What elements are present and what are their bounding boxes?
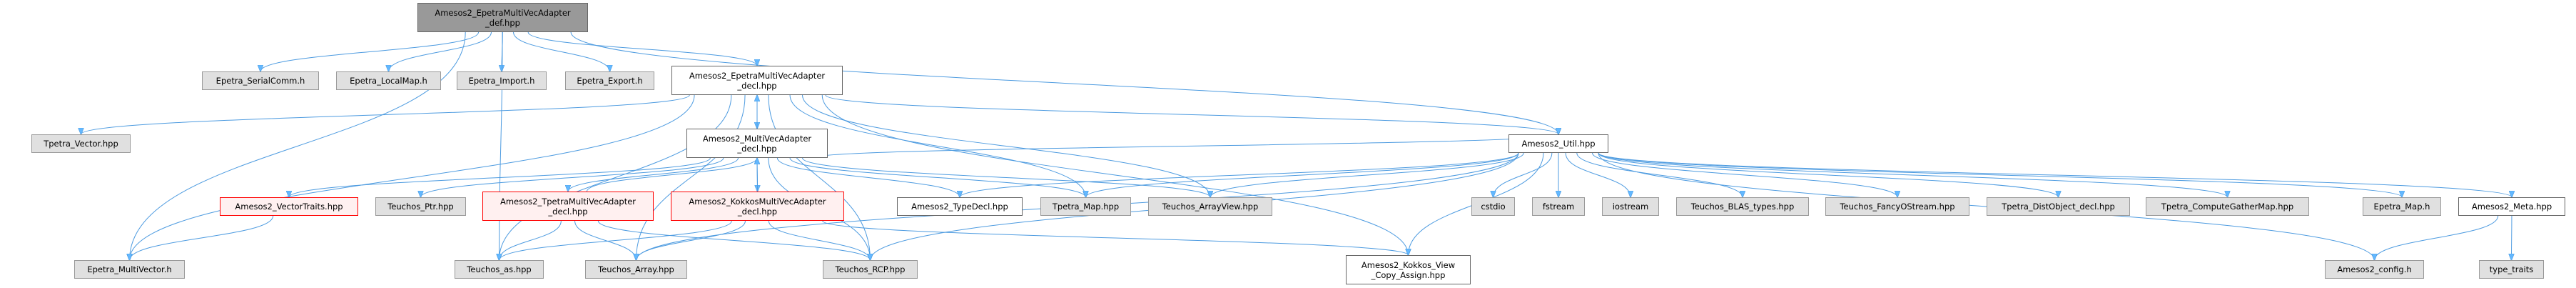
- edge-root-to-util: [570, 31, 1558, 134]
- edge-util-to-arrayview: [1210, 152, 1524, 197]
- node-util[interactable]: Amesos2_Util.hpp: [1508, 134, 1608, 153]
- edge-util-to-distobject: [1598, 152, 2059, 197]
- edge-util-to-blas: [1576, 152, 1743, 197]
- node-arrayview[interactable]: Teuchos_ArrayView.hpp: [1148, 197, 1272, 216]
- edge-mvdecl-to-util: [813, 134, 1558, 159]
- node-tpetradecl[interactable]: Amesos2_TpetraMultiVecAdapter _decl.hpp: [482, 192, 654, 221]
- edge-tpetradecl-to-teuchosas: [500, 220, 562, 260]
- edge-util-to-epetramap: [1598, 152, 2402, 197]
- edge-root-to-epetramv: [130, 31, 466, 260]
- edge-mvdecl-to-tpetramap: [789, 157, 1085, 197]
- node-fancy[interactable]: Teuchos_FancyOStream.hpp: [1825, 197, 1969, 216]
- edge-mvdecl-to-arrayview: [802, 157, 1211, 197]
- node-teuchosas[interactable]: Teuchos_as.hpp: [455, 260, 544, 279]
- node-blas[interactable]: Teuchos_BLAS_types.hpp: [1676, 197, 1809, 216]
- edge-epetradecl-to-teuchosas: [500, 94, 732, 260]
- edge-util-to-meta: [1598, 152, 2512, 197]
- edge-util-to-tpetramap: [1086, 152, 1519, 197]
- edge-epetradecl-to-util: [825, 94, 1558, 134]
- edge-util-to-gathermap: [1598, 152, 2228, 197]
- edge-vectortraits-to-epetramv: [130, 215, 274, 260]
- node-epetradecl[interactable]: Amesos2_EpetraMultiVecAdapter _decl.hpp: [671, 66, 843, 95]
- edge-epetradecl-to-teuchosarray: [637, 94, 746, 260]
- edge-root-to-serialcomm: [260, 31, 480, 71]
- edge-epetradecl-to-tpetravector: [81, 94, 690, 134]
- edge-epetradecl-to-teuchosrcp: [768, 94, 871, 260]
- edge-tpetradecl-to-teuchosarray: [574, 220, 637, 260]
- node-meta[interactable]: Amesos2_Meta.hpp: [2458, 197, 2565, 216]
- edge-root-to-teuchosas: [500, 31, 503, 260]
- edge-mvdecl-to-typedecl: [776, 157, 960, 197]
- edge-epetradecl-to-epetramv: [130, 94, 695, 260]
- edge-epetradecl-to-kokkosview: [821, 94, 1408, 255]
- node-fstream[interactable]: fstream: [1532, 197, 1585, 216]
- node-tpetramap[interactable]: Tpetra_Map.hpp: [1040, 197, 1131, 216]
- node-iostream[interactable]: iostream: [1602, 197, 1659, 216]
- edge-tpetradecl-to-mvdecl: [587, 158, 758, 192]
- node-teuchosarray[interactable]: Teuchos_Array.hpp: [585, 260, 687, 279]
- node-teuchosrcp[interactable]: Teuchos_RCP.hpp: [823, 260, 918, 279]
- node-root[interactable]: Amesos2_EpetraMultiVecAdapter _def.hpp: [417, 3, 588, 32]
- edge-util-to-fancy: [1592, 152, 1898, 197]
- edge-kokkosdecl-to-teuchosrcp: [768, 220, 870, 260]
- node-distobject[interactable]: Tpetra_DistObject_decl.hpp: [1987, 197, 2130, 216]
- edge-mvdecl-to-vectortraits: [289, 157, 711, 197]
- edge-util-to-config: [1598, 152, 2375, 260]
- edge-mvdecl-to-teuchosptr: [421, 157, 724, 197]
- node-kokkosdecl[interactable]: Amesos2_KokkosMultiVecAdapter _decl.hpp: [671, 192, 844, 221]
- edge-kokkosdecl-to-teuchosas: [500, 220, 732, 260]
- edge-kokkosdecl-to-teuchosarray: [637, 220, 746, 260]
- edge-root-to-localmap: [389, 31, 492, 71]
- node-teuchosptr[interactable]: Teuchos_Ptr.hpp: [375, 197, 466, 216]
- edge-epetradecl-to-tpetramap: [789, 94, 1085, 197]
- node-tpetravector[interactable]: Tpetra_Vector.hpp: [31, 134, 131, 153]
- edge-root-to-export: [513, 31, 610, 71]
- node-export[interactable]: Epetra_Export.h: [565, 71, 654, 90]
- edge-util-to-iostream: [1565, 152, 1631, 197]
- edge-epetradecl-to-arrayview: [802, 94, 1211, 197]
- node-localmap[interactable]: Epetra_LocalMap.h: [336, 71, 441, 90]
- node-typedecl[interactable]: Amesos2_TypeDecl.hpp: [897, 197, 1023, 216]
- edge-root-to-epetradecl: [527, 31, 757, 66]
- edge-util-to-typedecl: [960, 152, 1519, 197]
- node-cstdio[interactable]: cstdio: [1471, 197, 1515, 216]
- node-epetramap[interactable]: Epetra_Map.h: [2363, 197, 2441, 216]
- edge-util-to-cstdio: [1494, 152, 1553, 197]
- edge-kokkosdecl-to-kokkosview: [822, 220, 1409, 255]
- node-kokkosview[interactable]: Amesos2_Kokkos_View _Copy_Assign.hpp: [1346, 255, 1471, 284]
- node-typetraits[interactable]: type_traits: [2479, 260, 2544, 279]
- node-mvdecl[interactable]: Amesos2_MultiVecAdapter _decl.hpp: [686, 129, 828, 158]
- edge-meta-to-config: [2375, 215, 2499, 260]
- node-config[interactable]: Amesos2_config.h: [2325, 260, 2424, 279]
- node-vectortraits[interactable]: Amesos2_VectorTraits.hpp: [220, 197, 358, 216]
- edge-tpetradecl-to-teuchosrcp: [597, 220, 870, 260]
- node-import[interactable]: Epetra_Import.h: [457, 71, 547, 90]
- edge-mvdecl-to-tpetradecl: [568, 157, 739, 192]
- node-epetramv[interactable]: Epetra_MultiVector.h: [74, 260, 185, 279]
- node-gathermap[interactable]: Tpetra_ComputeGatherMap.hpp: [2146, 197, 2309, 216]
- node-serialcomm[interactable]: Epetra_SerialComm.h: [202, 71, 319, 90]
